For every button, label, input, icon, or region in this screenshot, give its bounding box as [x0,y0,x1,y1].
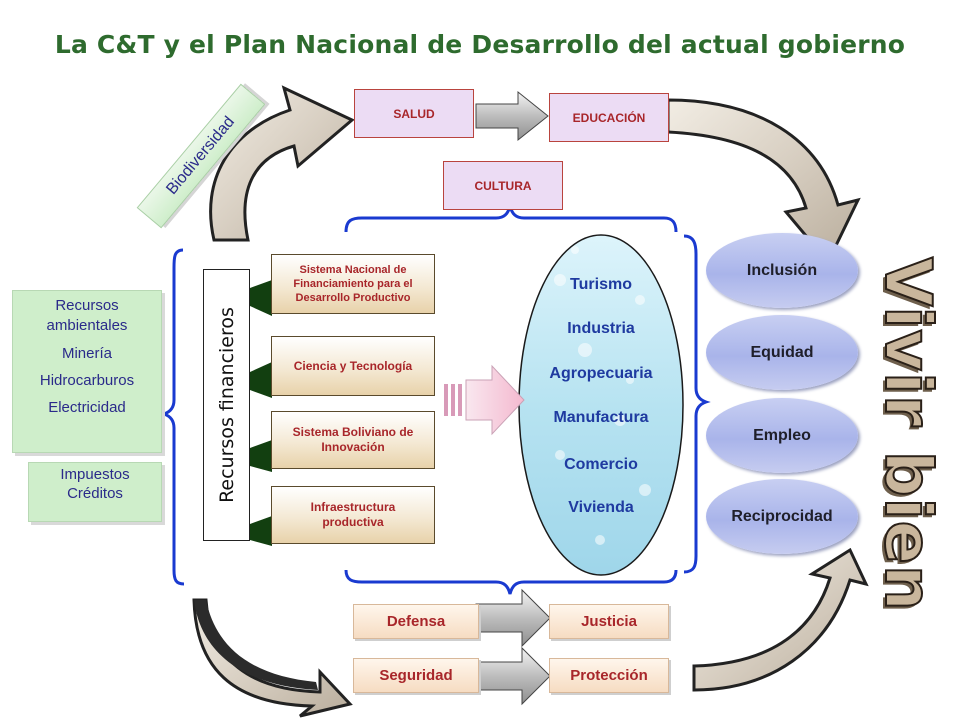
value-oval: Equidad [706,315,858,390]
arrow-seguridad-proteccion-icon [475,646,551,706]
resource-item: Hidrocarburos [39,372,135,389]
defensa-box: Defensa [353,604,479,639]
arrow-salud-educacion-icon [475,90,549,142]
curved-arrow-bottom-right-icon [692,547,869,692]
financial-resources-label: Recursos financieros [215,307,238,503]
proteccion-box: Protección [549,658,669,693]
resource-item: Minería [61,345,113,362]
natural-resources-box: Recursos ambientales Minería Hidrocarbur… [12,290,162,453]
curved-arrow-top-right-icon [666,98,861,265]
value-oval: Reciprocidad [706,479,858,554]
program-box: Infraestructura productiva [271,486,435,544]
arrow-defensa-justicia-icon [475,588,551,648]
value-oval: Empleo [706,398,858,473]
sector-item: Turismo [570,276,632,293]
bottom-brace-icon [344,569,678,595]
salud-box: SALUD [354,89,474,138]
sectors-list: Turismo Industria Agropecuaria Manufactu… [501,0,701,720]
educacion-box: EDUCACIÓN [549,93,669,142]
resource-item: Electricidad [48,399,126,416]
sector-item: Manufactura [553,409,649,426]
sector-item: Industria [567,320,635,337]
credits-item: Créditos [67,485,123,502]
page-title: La C&T y el Plan Nacional de Desarrollo … [54,30,906,59]
program-box: Sistema Boliviano de Innovación [271,411,435,469]
sector-item: Agropecuaria [549,365,653,382]
sector-item: Comercio [564,456,638,473]
cultura-box: CULTURA [443,161,563,210]
resource-item: Recursos ambientales [46,297,128,334]
justicia-box: Justicia [549,604,669,639]
taxes-item: Impuestos [60,466,130,483]
left-bracket-icon [159,248,185,586]
seguridad-box: Seguridad [353,658,479,693]
curved-arrow-top-left-icon [209,85,355,242]
taxes-credits-box: Impuestos Créditos [28,462,162,522]
curved-arrow-bottom-left-icon [192,598,353,718]
vivir-bien-label: Vivir bien [869,256,945,613]
program-box: Sistema Nacional de Financiamiento para … [271,254,435,314]
value-oval: Inclusión [706,233,858,308]
right-bracket-icon [683,234,711,574]
sector-item: Vivienda [568,499,634,516]
program-box: Ciencia y Tecnología [271,336,435,396]
financial-resources-box: Recursos financieros [203,269,250,541]
big-right-arrow-icon [444,364,525,436]
